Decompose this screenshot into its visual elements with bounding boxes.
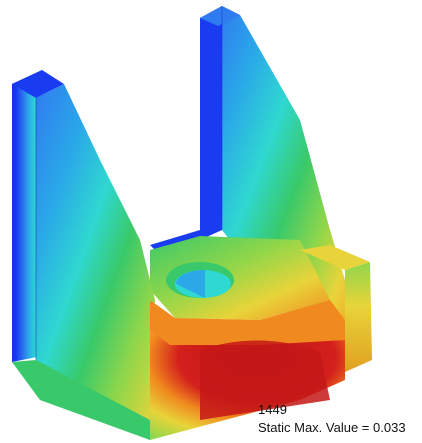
base-right-face xyxy=(345,262,372,372)
right-pillar-top-face xyxy=(200,6,240,26)
cavity-floor xyxy=(150,236,330,320)
base-right-top-face xyxy=(300,245,370,270)
static-max-label: Static Max. Value = xyxy=(258,420,370,435)
left-pillar-front-face xyxy=(36,84,155,420)
static-max-value-readout: Static Max. Value = 0.033 xyxy=(258,420,406,435)
right-pillar-back-face xyxy=(200,6,222,240)
bore-hole-shadow xyxy=(176,269,205,298)
left-pillar-top-face xyxy=(12,70,64,98)
static-max-value: 0.033 xyxy=(373,420,406,435)
max-stress-region xyxy=(200,340,330,420)
base-left-bottom-face xyxy=(12,360,150,440)
left-pillar-outer-face xyxy=(12,70,42,362)
node-id-label: 1449 xyxy=(258,402,287,417)
